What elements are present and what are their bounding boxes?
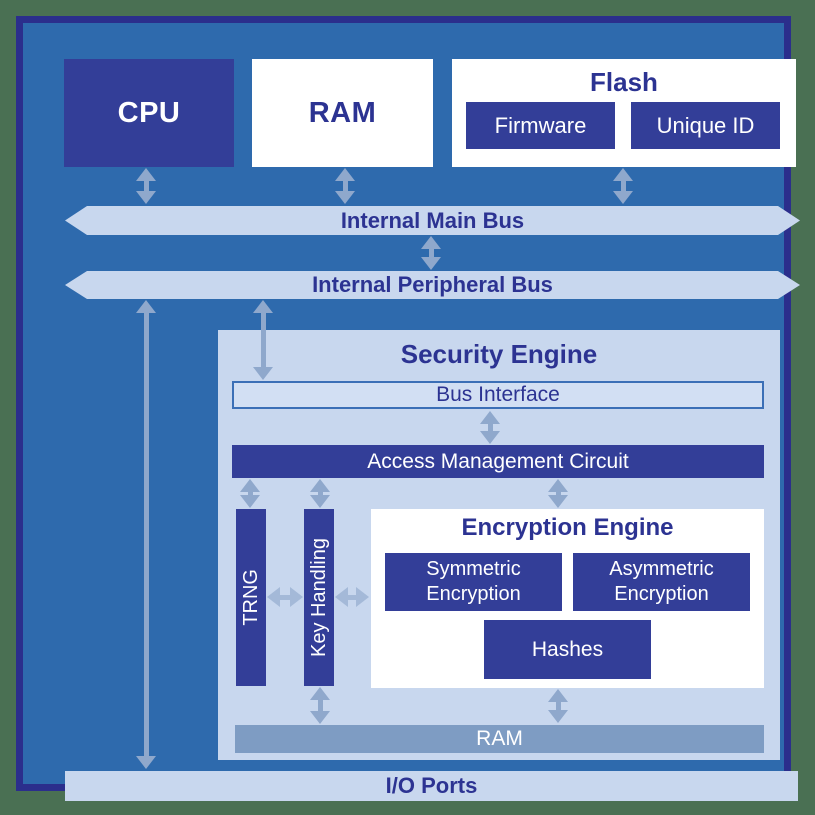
peripheralbus-ioports-arrow-icon (136, 300, 156, 769)
key-handling-block: Key Handling (304, 509, 334, 686)
businterface-amc-arrow-icon (480, 411, 500, 444)
arrow-head-icon (480, 411, 500, 424)
bus-interface-label: Bus Interface (436, 383, 560, 406)
arrow-head-icon (240, 479, 260, 492)
arrow-shaft (143, 313, 149, 756)
hashes-block: Hashes (484, 620, 651, 679)
arrow-shaft (555, 702, 561, 710)
arrow-head-icon (290, 587, 303, 607)
internal-main-bus: Internal Main Bus (65, 206, 800, 235)
arrow-head-icon (310, 479, 330, 492)
arrow-head-icon (310, 711, 330, 724)
arrow-head-icon (136, 300, 156, 313)
security-engine-ram-label: RAM (476, 727, 523, 750)
arrow-head-icon (548, 710, 568, 723)
trng-block: TRNG (236, 509, 266, 686)
arrow-head-icon (335, 587, 348, 607)
internal-peripheral-bus-label: Internal Peripheral Bus (312, 272, 553, 297)
peripheralbus-businterface-arrow-icon (253, 300, 273, 380)
arrow-shaft (348, 594, 356, 600)
arrow-head-icon (613, 191, 633, 204)
arrow-head-icon (310, 495, 330, 508)
cpu-mainbus-arrow-icon (136, 168, 156, 204)
amc-encryptionengine-arrow-icon (548, 479, 568, 508)
arrow-head-icon (548, 495, 568, 508)
key-handling-label: Key Handling (307, 538, 330, 657)
asymmetric-encryption-label: Asymmetric Encryption (609, 558, 714, 605)
internal-peripheral-bus: Internal Peripheral Bus (65, 271, 800, 299)
ram-mainbus-arrow-icon (335, 168, 355, 204)
arrow-shaft (620, 181, 626, 191)
arrow-head-icon (267, 587, 280, 607)
arrow-head-icon (356, 587, 369, 607)
arrow-head-icon (335, 168, 355, 181)
io-ports-block: I/O Ports (65, 771, 798, 801)
amc-keyhandling-arrow-icon (310, 479, 330, 508)
encryption-engine-title: Encryption Engine (461, 514, 674, 541)
trng-keyhandling-arrow-icon (267, 587, 303, 607)
mainbus-peripheralbus-arrow-icon (421, 236, 441, 270)
arrow-head-icon (421, 257, 441, 270)
access-management-circuit-label: Access Management Circuit (367, 449, 629, 473)
arrow-head-icon (548, 479, 568, 492)
arrow-shaft (317, 700, 323, 711)
trng-label: TRNG (239, 569, 262, 626)
firmware-block: Firmware (466, 102, 615, 149)
arrow-head-icon (253, 367, 273, 380)
arrow-shaft (260, 313, 266, 367)
access-management-circuit-block: Access Management Circuit (232, 445, 764, 478)
ram-block: RAM (252, 59, 433, 167)
security-engine-block: Security Engine Bus Interface Access Man… (218, 330, 780, 760)
encryptionengine-ram-arrow-icon (548, 689, 568, 723)
cpu-block: CPU (64, 59, 234, 167)
flash-block: Flash Firmware Unique ID (452, 59, 796, 167)
bus-interface-block: Bus Interface (232, 381, 764, 409)
keyhandling-ram-arrow-icon (310, 687, 330, 724)
arrow-head-icon (480, 431, 500, 444)
arrow-shaft (247, 492, 253, 495)
cpu-label: CPU (117, 96, 181, 129)
arrow-shaft (487, 424, 493, 431)
ram-label: RAM (308, 96, 377, 129)
arrow-head-icon (613, 168, 633, 181)
arrow-shaft (317, 492, 323, 495)
amc-trng-arrow-icon (240, 479, 260, 508)
arrow-head-icon (136, 191, 156, 204)
arrow-head-icon (253, 300, 273, 313)
arrow-head-icon (335, 191, 355, 204)
internal-main-bus-label: Internal Main Bus (340, 207, 525, 233)
arrow-head-icon (240, 495, 260, 508)
asymmetric-encryption-block: Asymmetric Encryption (573, 553, 750, 611)
encryption-engine-block: Encryption Engine Symmetric Encryption A… (371, 509, 764, 688)
io-ports-label: I/O Ports (385, 773, 478, 798)
arrow-head-icon (548, 689, 568, 702)
unique-id-block: Unique ID (631, 102, 780, 149)
arrow-head-icon (136, 168, 156, 181)
flash-title: Flash (590, 67, 658, 97)
keyhandling-encryptionengine-arrow-icon (335, 587, 369, 607)
firmware-label: Firmware (494, 112, 587, 138)
arrow-shaft (280, 594, 290, 600)
chip-boundary: CPU RAM Flash Firmware Unique ID Interna… (16, 16, 791, 801)
arrow-head-icon (421, 236, 441, 249)
security-engine-ram-block: RAM (235, 725, 764, 753)
arrow-head-icon (310, 687, 330, 700)
symmetric-encryption-block: Symmetric Encryption (385, 553, 562, 611)
arrow-shaft (428, 249, 434, 257)
arrow-shaft (555, 492, 561, 495)
arrow-head-icon (136, 756, 156, 769)
arrow-shaft (342, 181, 348, 191)
unique-id-label: Unique ID (656, 112, 755, 138)
security-engine-title: Security Engine (400, 339, 598, 369)
arrow-shaft (143, 181, 149, 191)
symmetric-encryption-label: Symmetric Encryption (426, 558, 521, 605)
hashes-label: Hashes (531, 637, 604, 661)
flash-mainbus-arrow-icon (613, 168, 633, 204)
